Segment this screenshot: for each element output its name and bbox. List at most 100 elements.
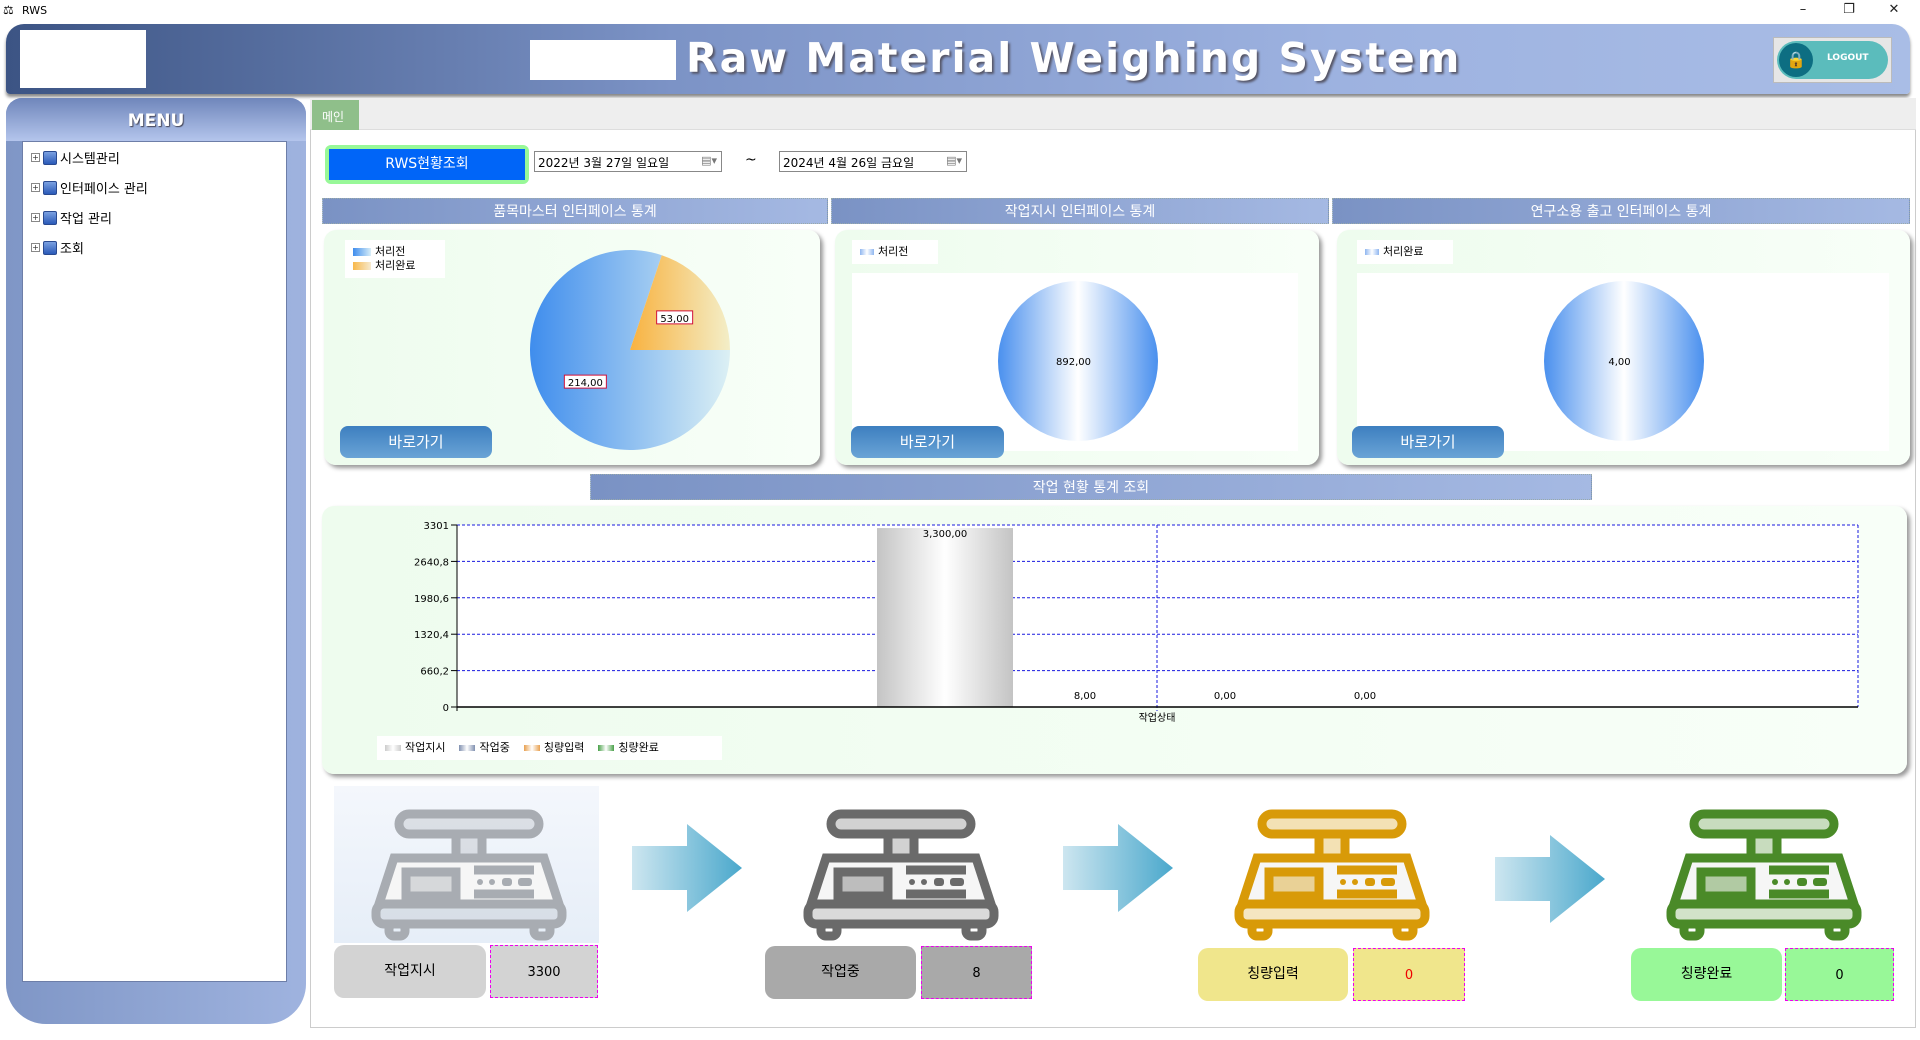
- legend-swatch: [353, 262, 371, 270]
- scale-icon-gray: [371, 809, 567, 941]
- work-order-header: 작업지시 인터페이스 통계: [831, 198, 1329, 224]
- flow-label-weighing-done: 칭량완료: [1631, 948, 1782, 1001]
- legend-item: 칭량입력: [523, 741, 584, 755]
- item-master-go-button[interactable]: 바로가기: [340, 426, 492, 458]
- expand-icon[interactable]: +: [31, 153, 40, 162]
- calendar-dropdown-icon[interactable]: ▤▾: [701, 154, 717, 167]
- pie-chart-item-master: 214,00 53,00: [530, 250, 730, 450]
- flow-value-weighing-input: 0: [1353, 948, 1465, 1001]
- tree-item-inquiry[interactable]: +조회: [31, 238, 84, 257]
- scale-icon-green: [1666, 809, 1862, 941]
- expand-icon[interactable]: +: [31, 183, 40, 192]
- research-out-header: 연구소용 출고 인터페이스 통계: [1332, 198, 1910, 224]
- scale-icon-orange: [1234, 809, 1430, 941]
- tab-strip: [310, 98, 1916, 130]
- tree-item-work[interactable]: + 작업 관리: [31, 208, 112, 227]
- legend-item: 처리완료: [353, 259, 437, 273]
- legend-item: 칭량완료: [598, 741, 659, 755]
- window-title: RWS: [22, 4, 48, 17]
- legend-label: 처리완료: [1383, 245, 1424, 258]
- legend-swatch: [523, 745, 540, 751]
- legend-label: 칭량완료: [618, 741, 659, 754]
- pie1-legend: 처리전 처리완료: [345, 240, 445, 278]
- logout-label: LOGOUT: [1827, 53, 1869, 63]
- pie-data-label: 53,00: [660, 314, 689, 325]
- close-button[interactable]: ✕: [1888, 2, 1900, 17]
- search-button-label: RWS현황조회: [329, 149, 525, 180]
- item-master-header: 품목마스터 인터페이스 통계: [322, 198, 828, 224]
- tree-item-interface[interactable]: + 인터페이스 관리: [31, 178, 148, 197]
- work-order-go-button[interactable]: 바로가기: [851, 426, 1004, 458]
- restore-button[interactable]: ❐: [1843, 2, 1855, 17]
- logout-button[interactable]: 🔒LOGOUT: [1773, 37, 1892, 83]
- tab-main[interactable]: 메인: [312, 100, 359, 130]
- legend-item: 작업중: [459, 741, 510, 755]
- date-to-picker[interactable]: 2024년 4월 26일 금요일 ▤▾: [779, 151, 967, 172]
- date-from-picker[interactable]: 2022년 3월 27일 일요일 ▤▾: [534, 151, 722, 172]
- flow-label-weighing-input: 칭량입력: [1198, 948, 1348, 1001]
- pie-data-label: 4,00: [1608, 357, 1630, 368]
- legend-label: 처리완료: [375, 259, 416, 272]
- research-out-go-button[interactable]: 바로가기: [1352, 426, 1504, 458]
- x-axis-label: 작업상태: [1139, 711, 1176, 724]
- y-tick-label: 660,2: [420, 667, 449, 678]
- header-banner: [6, 24, 1910, 94]
- rws-status-search-button[interactable]: RWS현황조회: [325, 145, 529, 184]
- arrow-right-icon: [632, 824, 742, 912]
- date-to-value: 2024년 4월 26일 금요일: [783, 156, 915, 170]
- pie-chart-research-out: 4,00: [1544, 281, 1704, 441]
- flow-label-in-progress: 작업중: [765, 946, 916, 999]
- tree-item-label: 인터페이스 관리: [60, 182, 148, 197]
- pie3-legend: 처리완료: [1357, 240, 1453, 264]
- pie-data-label: 214,00: [568, 378, 603, 389]
- arrow-right-icon: [1063, 824, 1173, 912]
- folder-icon: [43, 240, 57, 255]
- tree-item-system[interactable]: +시스템관리: [31, 148, 120, 167]
- legend-swatch: [860, 249, 874, 255]
- work-status-header: 작업 현황 통계 조회: [590, 474, 1592, 500]
- bar-작업지시: [877, 528, 1013, 707]
- window-titlebar: ⚖ RWS – ❐ ✕: [0, 0, 1920, 22]
- legend-label: 처리전: [375, 245, 406, 258]
- pie-slice: [998, 281, 1158, 441]
- pie-slice: [1544, 281, 1704, 441]
- folder-icon: [43, 150, 57, 165]
- folder-icon: [43, 180, 57, 195]
- data-label-box: [563, 374, 607, 389]
- bar-data-label: 3,300,00: [923, 529, 968, 540]
- bar-data-label: 8,00: [1074, 691, 1096, 702]
- app-icon: ⚖: [3, 3, 14, 17]
- y-tick-label: 2640,8: [414, 557, 449, 568]
- legend-label: 작업중: [479, 741, 510, 754]
- minimize-button[interactable]: –: [1799, 2, 1807, 17]
- flow-value-work-order: 3300: [490, 945, 598, 998]
- menu-tree: +시스템관리 + 인터페이스 관리 + 작업 관리 +조회: [22, 141, 287, 982]
- bar-data-label: 0,00: [1214, 691, 1236, 702]
- date-from-value: 2022년 3월 27일 일요일: [538, 156, 670, 170]
- company-logo: [20, 30, 146, 88]
- pie-slice: [630, 255, 730, 350]
- bar-chart-work-status: 0660,21320,41980,62640,833013,300,008,00…: [414, 521, 1859, 724]
- app-title: Raw Material Weighing System: [686, 34, 1462, 82]
- legend-swatch: [598, 745, 615, 751]
- y-tick-label: 1320,4: [414, 630, 449, 641]
- bar-data-label: 0,00: [1354, 691, 1376, 702]
- legend-swatch: [353, 248, 371, 256]
- legend-swatch: [385, 745, 401, 751]
- y-tick-label: 1980,6: [414, 594, 449, 605]
- flow-value-weighing-done: 0: [1785, 948, 1894, 1001]
- expand-icon[interactable]: +: [31, 243, 40, 252]
- pie-data-label: 892,00: [1056, 357, 1091, 368]
- calendar-dropdown-icon[interactable]: ▤▾: [946, 154, 962, 167]
- bar-legend: 작업지시 작업중 칭량입력 칭량완료: [377, 736, 722, 760]
- folder-icon: [43, 210, 57, 225]
- legend-swatch: [1365, 249, 1379, 255]
- legend-item: 작업지시: [385, 741, 445, 755]
- expand-icon[interactable]: +: [31, 213, 40, 222]
- tree-item-label: 작업 관리: [60, 212, 112, 227]
- data-label-box: [656, 310, 694, 325]
- y-tick-label: 0: [443, 703, 449, 714]
- menu-title: MENU: [6, 98, 306, 141]
- legend-swatch: [459, 745, 476, 751]
- flow-value-in-progress: 8: [921, 946, 1032, 999]
